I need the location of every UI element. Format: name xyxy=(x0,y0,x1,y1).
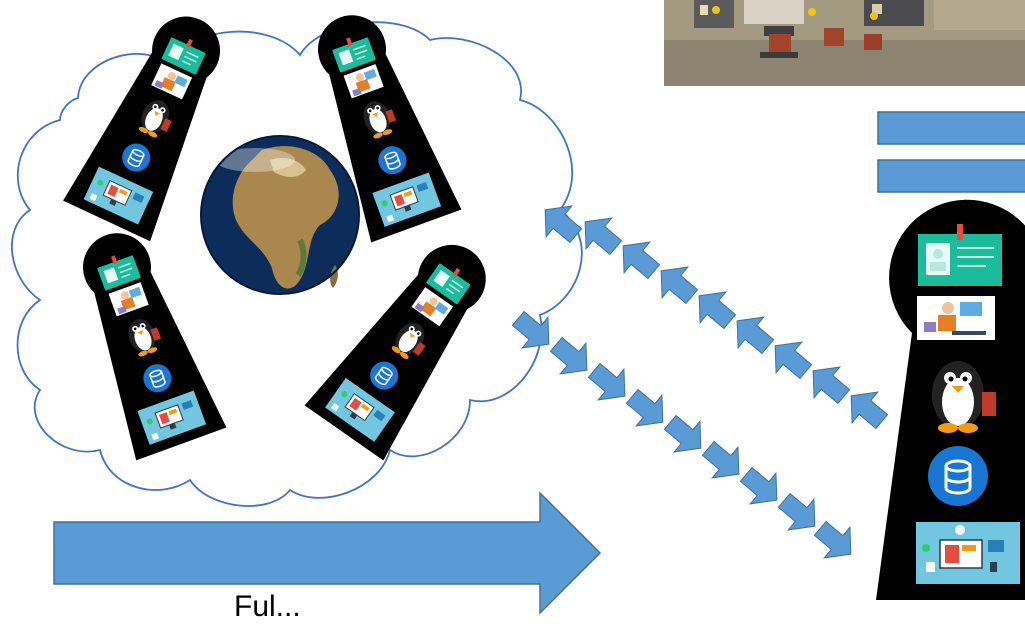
person-at-desk-icon xyxy=(917,296,995,340)
arrow-chain-to-cloud xyxy=(531,194,896,438)
computer-monitor-icon xyxy=(916,522,1020,584)
id-card-icon xyxy=(918,224,1002,286)
linux-penguin-icon xyxy=(932,361,996,433)
big-right-arrow xyxy=(53,491,602,615)
equals-bar-top xyxy=(877,111,1025,145)
earth-globe-icon xyxy=(200,135,360,295)
bottom-caption: Ful... xyxy=(234,590,301,623)
keyhole-node-large xyxy=(876,199,1025,600)
equals-bar-bottom xyxy=(877,159,1025,193)
lego-scene-photo xyxy=(664,0,1025,86)
database-icon xyxy=(928,446,988,506)
